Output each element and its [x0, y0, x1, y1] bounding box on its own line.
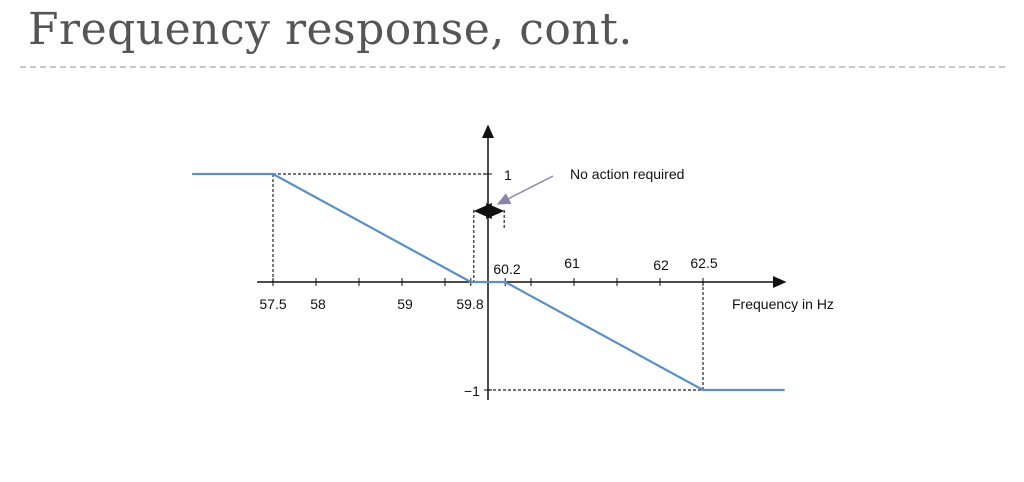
- x-tick-label: 57.5: [259, 296, 286, 312]
- series-line: [192, 172, 785, 392]
- y-tick-label-1: 1: [504, 167, 512, 183]
- x-tick-label: 60.2: [493, 261, 520, 277]
- annotation-arrow: [496, 175, 554, 205]
- x-tick-label: 62: [653, 257, 669, 273]
- title-divider: [20, 66, 1005, 68]
- annotation-label: No action required: [570, 166, 684, 182]
- slide-title: Frequency response, cont.: [28, 4, 633, 55]
- x-tick-label: 58: [310, 296, 326, 312]
- x-tick-label: 61: [564, 255, 580, 271]
- x-tick-label: 62.5: [690, 255, 717, 271]
- x-axis-label: Frequency in Hz: [732, 296, 834, 312]
- x-tick-label: 59: [397, 296, 413, 312]
- y-tick-label-minus1: −1: [464, 383, 480, 399]
- x-tick-label: 59.8: [456, 296, 483, 312]
